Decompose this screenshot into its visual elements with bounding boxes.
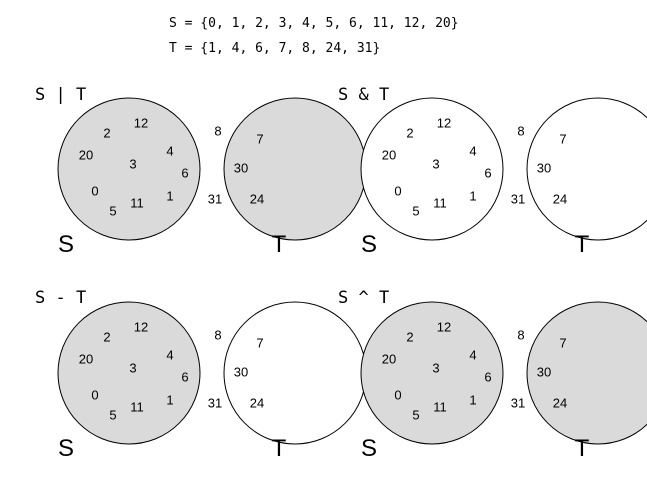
element-number: 30 [234,160,248,175]
element-number: 24 [250,395,264,410]
element-number: 20 [79,351,93,366]
set-t-name: T [272,435,287,462]
element-number: 11 [433,195,447,210]
set-s-name: S [58,231,74,258]
element-number: 7 [559,131,566,146]
set-s-circle [360,97,504,241]
element-number: 5 [109,407,116,422]
operation-label: S & T [338,85,389,105]
element-number: 3 [432,156,439,171]
element-number: 30 [537,364,551,379]
element-number: 8 [517,327,524,342]
set-s-name: S [361,231,377,258]
set-t-name: T [272,231,287,258]
operation-label: S ^ T [338,288,389,308]
element-number: 24 [250,191,264,206]
set-s-circle [360,301,504,445]
element-number: 7 [256,131,263,146]
element-number: 12 [437,319,451,334]
element-number: 4 [469,143,476,158]
element-number: 20 [79,147,93,162]
element-number: 31 [511,395,525,410]
set-s-circle [57,301,201,445]
element-number: 31 [208,395,222,410]
element-number: 3 [432,360,439,375]
element-number: 30 [234,364,248,379]
element-number: 8 [517,123,524,138]
region-only-t [527,302,647,444]
element-number: 8 [214,123,221,138]
element-number: 7 [256,335,263,350]
set-s-circle [57,97,201,241]
element-number: 1 [469,188,476,203]
region-only-s [58,302,200,444]
element-number: 6 [181,165,188,180]
element-number: 31 [208,191,222,206]
element-number: 2 [103,329,110,344]
set-s-definition: S = {0, 1, 2, 3, 4, 5, 6, 11, 12, 20} [169,16,459,31]
region-only-t [527,98,647,240]
region-only-t [224,98,366,240]
element-number: 20 [382,147,396,162]
element-number: 0 [394,183,401,198]
element-number: 3 [129,360,136,375]
element-number: 24 [553,191,567,206]
element-number: 6 [484,165,491,180]
element-number: 20 [382,351,396,366]
region-only-s [58,98,200,240]
element-number: 4 [166,347,173,362]
element-number: 8 [214,327,221,342]
element-number: 3 [129,156,136,171]
element-number: 12 [437,115,451,130]
region-only-s [361,98,503,240]
set-t-definition: T = {1, 4, 6, 7, 8, 24, 31} [169,41,381,56]
element-number: 1 [469,392,476,407]
element-number: 4 [166,143,173,158]
element-number: 6 [181,369,188,384]
element-number: 2 [103,125,110,140]
element-number: 12 [134,115,148,130]
element-number: 30 [537,160,551,175]
set-t-circle [526,97,647,241]
element-number: 2 [406,329,413,344]
element-number: 2 [406,125,413,140]
element-number: 0 [394,387,401,402]
region-only-s [361,302,503,444]
element-number: 7 [559,335,566,350]
region-only-t [224,302,366,444]
element-number: 5 [109,203,116,218]
element-number: 31 [511,191,525,206]
element-number: 4 [469,347,476,362]
operation-label: S | T [35,85,86,105]
operation-label: S - T [35,288,86,308]
element-number: 5 [412,203,419,218]
element-number: 24 [553,395,567,410]
set-t-circle [526,301,647,445]
set-t-name: T [575,231,590,258]
element-number: 12 [134,319,148,334]
element-number: 1 [166,392,173,407]
element-number: 11 [130,399,144,414]
set-s-name: S [58,435,74,462]
element-number: 0 [91,183,98,198]
set-t-name: T [575,435,590,462]
element-number: 11 [130,195,144,210]
element-number: 6 [484,369,491,384]
element-number: 1 [166,188,173,203]
element-number: 5 [412,407,419,422]
element-number: 0 [91,387,98,402]
element-number: 11 [433,399,447,414]
set-s-name: S [361,435,377,462]
